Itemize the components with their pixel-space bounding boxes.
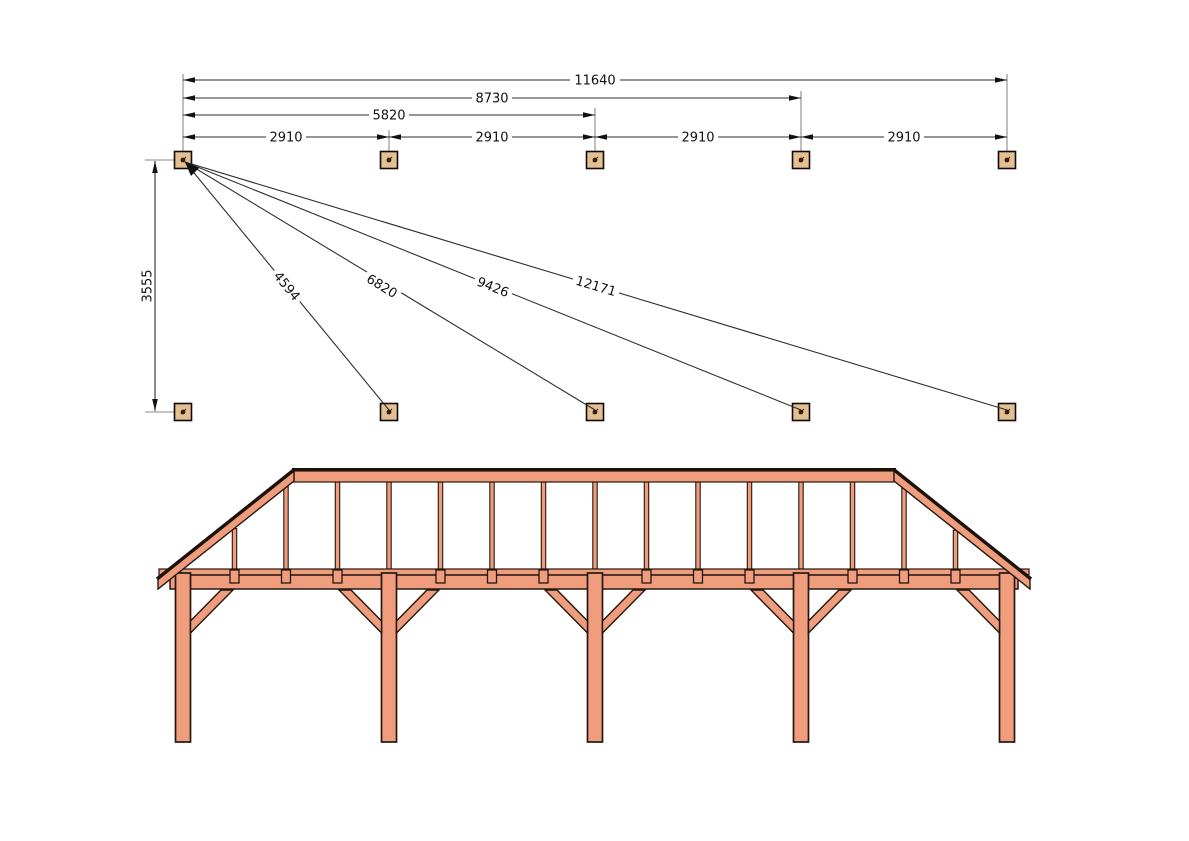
rafter-block [898,569,910,584]
rafter-block [229,569,240,584]
knee-brace [807,589,853,635]
rafter-block [950,569,961,584]
horizontal-dimension-labels: 11640 8730 5820 2910 2910 2910 2910 [266,74,924,146]
plan-post-anchor-tick [386,408,393,415]
dim-bay-2: 2910 [475,131,508,146]
svg-text:9426: 9426 [474,275,510,301]
diagonal-label-1: 4594 [269,266,305,306]
knee-brace [189,589,235,635]
post [792,572,810,743]
knee-brace [543,589,589,635]
diagonal-label-3: 9426 [472,273,514,301]
rafter-block [435,569,446,584]
rafter [695,481,701,570]
rafter [437,481,444,570]
diagonal-label-4: 12171 [571,273,621,300]
elevation-view [155,467,1033,743]
extension-lines [145,74,1008,413]
rafter [592,481,598,570]
rafter [540,481,547,570]
plan-post-anchor-tick [798,408,805,415]
plan-post-anchor-tick [386,156,393,163]
diagonal-label-2: 6820 [361,270,403,302]
dim-depth: 3555 [141,269,156,302]
rafter [489,481,495,570]
rafter [231,528,238,570]
plan-post-anchor-tick [1004,408,1011,415]
post [174,572,192,743]
dim-bay-1: 2910 [269,131,302,146]
post [998,572,1016,743]
dim-overall: 11640 [574,74,615,89]
knee-brace [395,589,441,635]
knee-brace [601,589,647,635]
ridge-beam [293,470,895,483]
plan-view: 11640 8730 5820 2910 2910 2910 2910 3555… [141,74,1017,422]
rafter-block [280,569,292,584]
dim-two-bay: 5820 [372,109,405,124]
rafter [334,481,341,570]
roof-edge-right [891,467,1033,581]
rafter [849,481,856,570]
rafter [283,486,289,570]
post [380,572,398,743]
plan-post-anchor-tick [592,156,599,163]
plan-post-dots [180,156,1011,415]
knee-brace [749,589,795,635]
plan-post-anchor-tick [180,156,187,163]
rafter [386,481,392,570]
rafter-block [538,569,549,584]
knee-brace [337,589,383,635]
svg-text:6820: 6820 [363,272,399,302]
plan-post-anchor-tick [798,156,805,163]
rafter [952,529,959,570]
vertical-dimension-label: 3555 [141,266,156,306]
rafter [746,481,753,570]
plan-post-anchor-tick [1004,156,1011,163]
dim-bay-3: 2910 [681,131,714,146]
roof-edge-left [155,467,297,581]
rafter-block [641,569,652,584]
plan-post-anchor-tick [180,408,187,415]
rafter-block [847,569,858,584]
svg-text:12171: 12171 [574,274,618,300]
knee-brace [955,589,1001,635]
rafter [798,481,804,570]
dim-three-bay: 8730 [475,92,508,107]
dim-bay-4: 2910 [887,131,920,146]
rafter-block [486,569,498,584]
plan-post-anchor-tick [592,408,599,415]
ridge-edge [292,468,896,472]
rafter-block [744,569,755,584]
dimension-arrows [152,77,1007,411]
rafter-block [332,569,343,584]
rafter [643,481,650,570]
rafter [901,487,907,570]
rafter-block [692,569,704,584]
post [586,572,604,743]
